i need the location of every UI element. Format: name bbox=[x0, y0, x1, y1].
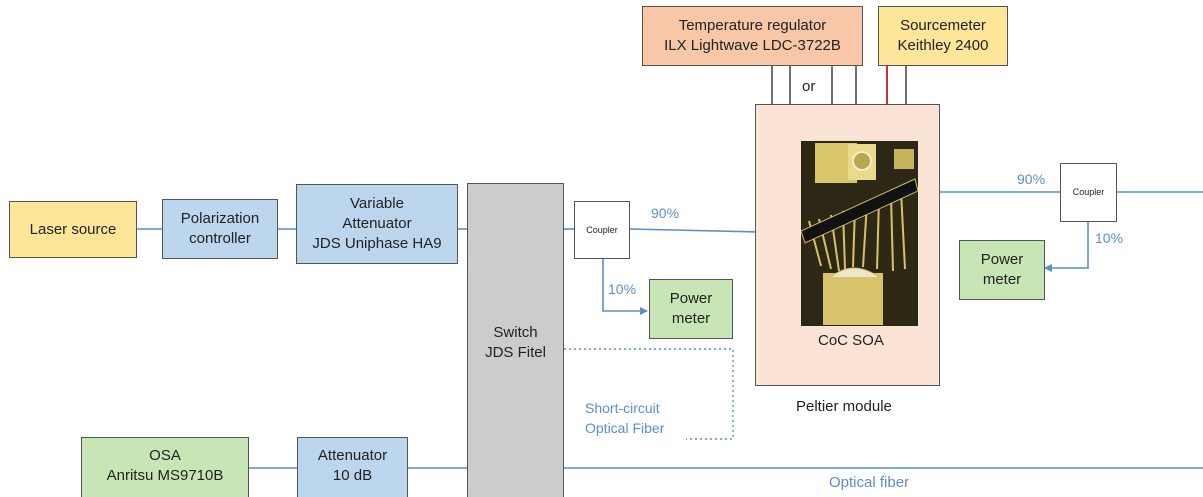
attenuator-10db-box: Attenuator 10 dB bbox=[297, 437, 408, 497]
pct-90-right: 90% bbox=[1017, 171, 1045, 187]
coupler-right-label: Coupler bbox=[1073, 187, 1105, 198]
power-meter-left-line-2: meter bbox=[672, 309, 710, 329]
attenuator-10db-line-1: Attenuator bbox=[318, 446, 387, 466]
attenuator-10db-line-2: 10 dB bbox=[333, 466, 372, 486]
coc-soa-label: CoC SOA bbox=[818, 332, 884, 349]
peltier-module-label: Peltier module bbox=[796, 398, 892, 415]
power-meter-right-line-2: meter bbox=[983, 270, 1021, 290]
attenuator-line-2: Attenuator bbox=[342, 214, 411, 234]
osa-line-1: OSA bbox=[149, 446, 181, 466]
sourcemeter-box: Sourcemeter Keithley 2400 bbox=[878, 6, 1008, 66]
sourcemeter-line-1: Sourcemeter bbox=[900, 16, 986, 36]
laser-source-label: Laser source bbox=[30, 220, 117, 240]
chip-illustration bbox=[801, 141, 918, 326]
switch-line-1: Switch bbox=[493, 323, 537, 343]
soa-chip-photo bbox=[801, 141, 918, 326]
power-meter-right-line-1: Power bbox=[981, 250, 1024, 270]
polarization-line-1: Polarization bbox=[181, 209, 259, 229]
attenuator-line-1: Variable bbox=[350, 194, 404, 214]
variable-attenuator-box: Variable Attenuator JDS Uniphase HA9 bbox=[296, 184, 458, 264]
or-label: or bbox=[802, 78, 815, 95]
fiber-right-coupler-to-power-meter bbox=[1045, 222, 1088, 268]
pct-10-left: 10% bbox=[608, 281, 636, 297]
power-meter-right-box: Power meter bbox=[959, 240, 1045, 300]
switch-box: Switch JDS Fitel bbox=[467, 183, 564, 497]
temperature-regulator-box: Temperature regulator ILX Lightwave LDC-… bbox=[642, 6, 863, 66]
power-meter-left-box: Power meter bbox=[649, 279, 733, 339]
regulator-line-2: ILX Lightwave LDC-3722B bbox=[664, 36, 841, 56]
switch-line-2: JDS Fitel bbox=[485, 343, 546, 363]
optical-fiber-label: Optical fiber bbox=[829, 474, 909, 491]
pct-10-right: 10% bbox=[1095, 230, 1123, 246]
coupler-left-label: Coupler bbox=[586, 225, 618, 236]
short-circuit-line-1: Short-circuit bbox=[585, 398, 664, 418]
polarization-controller-box: Polarization controller bbox=[162, 199, 278, 259]
short-circuit-line-2: Optical Fiber bbox=[585, 418, 664, 438]
pct-90-left: 90% bbox=[651, 205, 679, 221]
attenuator-line-3: JDS Uniphase HA9 bbox=[312, 234, 441, 254]
short-circuit-label: Short-circuit Optical Fiber bbox=[585, 398, 664, 438]
regulator-line-1: Temperature regulator bbox=[679, 16, 827, 36]
osa-line-2: Anritsu MS9710B bbox=[107, 466, 224, 486]
coupler-right-box: Coupler bbox=[1060, 163, 1117, 222]
power-meter-left-line-1: Power bbox=[670, 289, 713, 309]
osa-box: OSA Anritsu MS9710B bbox=[81, 437, 249, 497]
polarization-line-2: controller bbox=[189, 229, 251, 249]
laser-source-box: Laser source bbox=[9, 201, 137, 258]
sourcemeter-line-2: Keithley 2400 bbox=[898, 36, 989, 56]
coupler-left-box: Coupler bbox=[574, 201, 630, 259]
